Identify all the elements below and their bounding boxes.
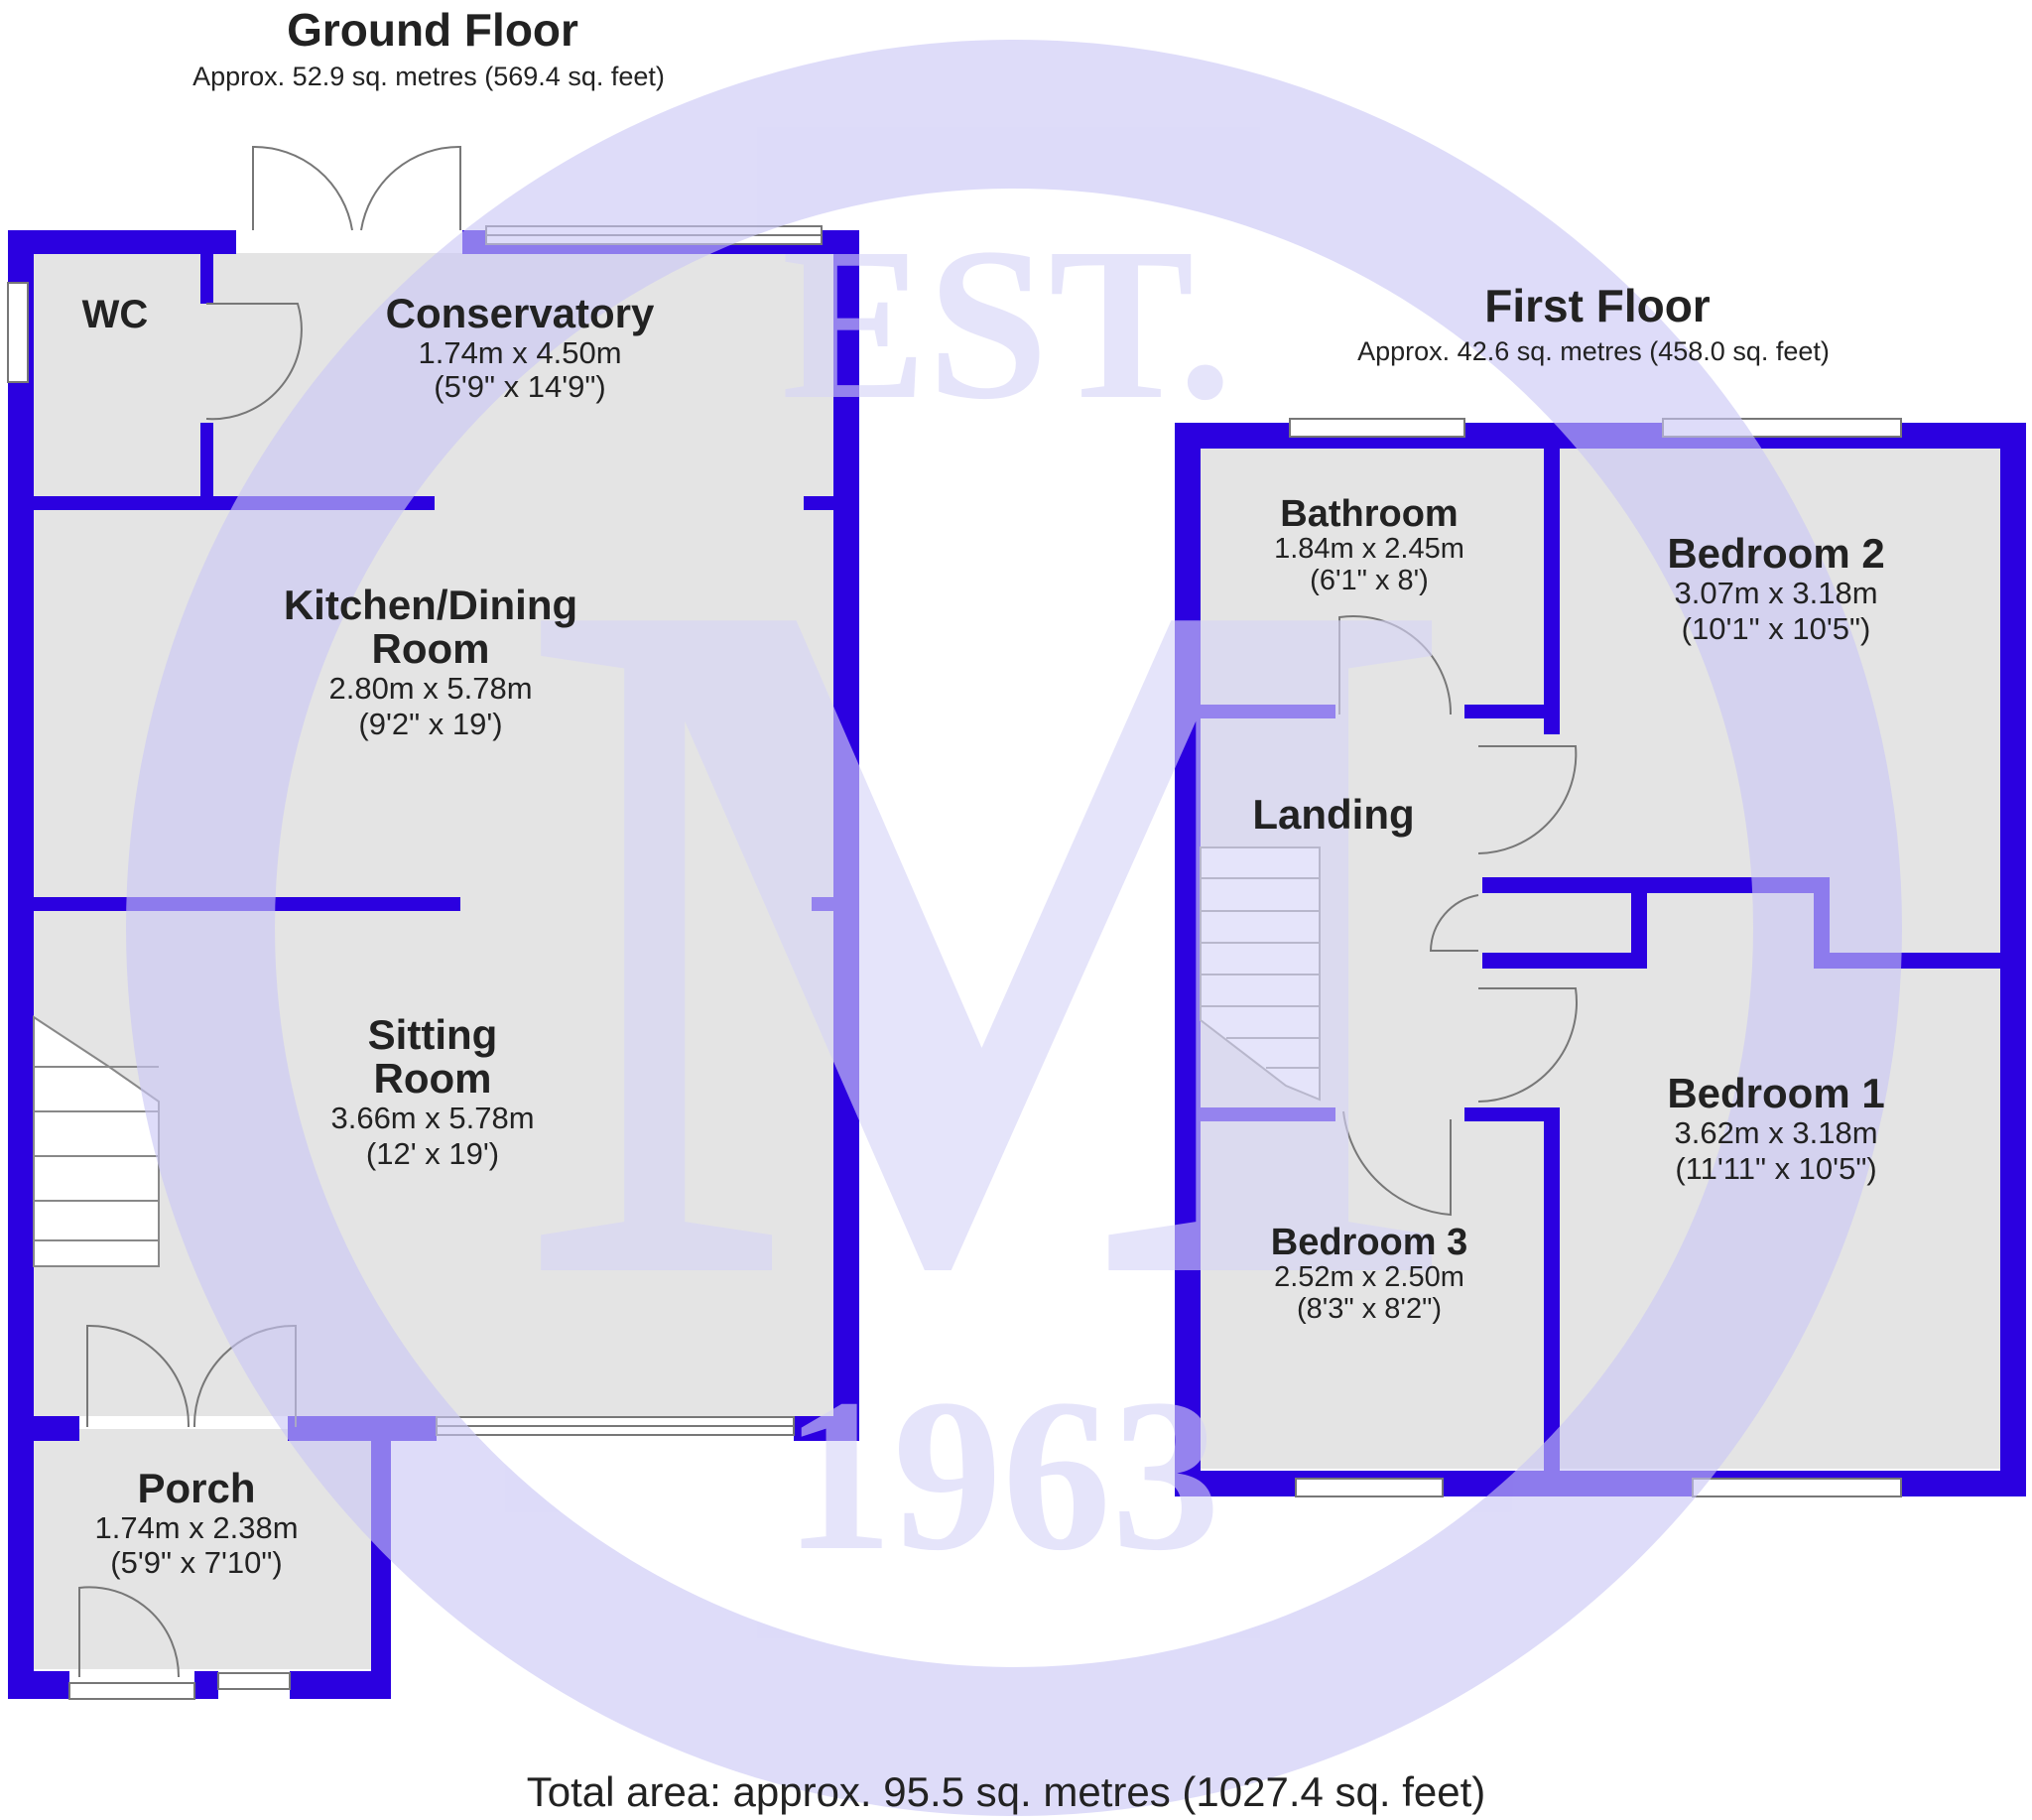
east-wall xyxy=(833,230,859,1441)
porch-window-side xyxy=(217,1672,291,1690)
cupboard-door xyxy=(1429,894,1479,952)
wc-door xyxy=(205,303,303,421)
cupboard-south-wall xyxy=(1482,953,1647,969)
west-wall xyxy=(8,230,34,1699)
porch-french-door-left xyxy=(86,1324,190,1428)
ground-floor-area: Approx. 52.9 sq. metres (569.4 sq. feet) xyxy=(192,62,665,91)
bedroom3-north-wall-west xyxy=(1201,1107,1335,1121)
first-floor-staircase xyxy=(1200,846,1321,1102)
bedroom3-imperial: (8'3" x 8'2") xyxy=(1297,1293,1442,1325)
porch-south-wall-west xyxy=(8,1671,69,1699)
first-floor-west-wall xyxy=(1175,423,1201,1496)
kitchen-label-line1: Kitchen/Dining xyxy=(284,582,577,628)
bedroom2-label: Bedroom 2 xyxy=(1667,530,1884,577)
porch-south-wall-mid xyxy=(194,1671,218,1699)
cupboard-wall xyxy=(1631,877,1647,967)
bedroom1-label: Bedroom 1 xyxy=(1667,1070,1884,1116)
wc-window xyxy=(7,282,29,383)
porch-south-wall-east xyxy=(290,1671,391,1699)
bathroom-window xyxy=(1289,418,1465,438)
bedroom2-west-wall-upper xyxy=(1544,715,1560,734)
conservatory-french-door-right xyxy=(360,145,461,231)
bedroom3-east-wall xyxy=(1544,1107,1560,1471)
first-floor-east-wall xyxy=(2000,423,2026,1496)
bathroom-door xyxy=(1338,615,1453,715)
watermark-year: 1963 xyxy=(784,1354,1220,1596)
kitchen-label-line2: Room xyxy=(372,625,490,672)
porch-imperial: (5'9" x 7'10") xyxy=(110,1545,282,1580)
sitting-north-wall-stub xyxy=(812,897,833,911)
watermark-ring xyxy=(126,40,1902,1816)
kitchen-north-wall-stub xyxy=(804,496,833,510)
bedroom2-metric: 3.07m x 3.18m xyxy=(1674,576,1877,610)
bedroom3-north-wall-east xyxy=(1464,1107,1560,1121)
conservatory-imperial: (5'9" x 14'9") xyxy=(434,369,605,404)
sitting-room-label-line2: Room xyxy=(374,1055,492,1102)
first-floor-area: Approx. 42.6 sq. metres (458.0 sq. feet) xyxy=(1357,336,1830,366)
bedroom3-metric: 2.52m x 2.50m xyxy=(1274,1261,1464,1293)
bathroom-east-wall xyxy=(1544,449,1560,715)
bedroom1-door xyxy=(1477,987,1578,1103)
bathroom-south-wall-east xyxy=(1464,705,1560,718)
porch-metric: 1.74m x 2.38m xyxy=(94,1510,298,1545)
north-wall-west xyxy=(8,230,236,254)
ground-floor-title: Ground Floor xyxy=(287,4,578,56)
bedroom3-label: Bedroom 3 xyxy=(1271,1222,1467,1263)
bedroom1-window xyxy=(1692,1478,1902,1497)
watermark-est: EST. xyxy=(782,202,1233,445)
bedroom1-metric: 3.62m x 3.18m xyxy=(1674,1115,1877,1150)
conservatory-metric: 1.74m x 4.50m xyxy=(418,335,621,370)
watermark-letter: M xyxy=(524,387,1460,1486)
bedroom2-door xyxy=(1477,745,1578,854)
conservatory-french-door-left xyxy=(252,145,353,231)
bedroom3-window xyxy=(1295,1478,1444,1497)
wc-east-wall-lower xyxy=(200,423,213,502)
front-door xyxy=(78,1586,181,1678)
bedroom1-imperial: (11'11" x 10'5") xyxy=(1675,1151,1876,1186)
first-floor-title: First Floor xyxy=(1484,280,1711,331)
bedroom2-imperial: (10'1" x 10'5") xyxy=(1682,611,1871,646)
porch-north-wall xyxy=(8,1416,79,1441)
porch-window-front xyxy=(68,1682,195,1700)
south-wall-east xyxy=(794,1416,859,1441)
wc-label: WC xyxy=(82,293,149,336)
kitchen-imperial: (9'2" x 19') xyxy=(358,707,502,741)
bathroom-south-wall-west xyxy=(1201,705,1335,718)
bathroom-metric: 1.84m x 2.45m xyxy=(1274,533,1464,565)
bedroom2-south-wall-upper xyxy=(1482,877,1830,893)
watermark-logo: EST. M 1963 xyxy=(126,40,1902,1816)
sitting-room-label-line1: Sitting xyxy=(368,1011,498,1058)
wc-east-wall-upper xyxy=(200,254,213,304)
kitchen-metric: 2.80m x 5.78m xyxy=(328,671,532,706)
sitting-room-imperial: (12' x 19') xyxy=(366,1136,499,1171)
sitting-room-metric: 3.66m x 5.78m xyxy=(330,1101,534,1135)
bedroom3-door xyxy=(1342,1110,1452,1217)
total-area: Total area: approx. 95.5 sq. metres (102… xyxy=(527,1768,1486,1815)
bathroom-label: Bathroom xyxy=(1280,493,1458,535)
landing-label: Landing xyxy=(1252,791,1414,838)
conservatory-label: Conservatory xyxy=(386,290,655,336)
porch-label: Porch xyxy=(137,1465,255,1511)
bathroom-imperial: (6'1" x 8') xyxy=(1310,565,1429,596)
